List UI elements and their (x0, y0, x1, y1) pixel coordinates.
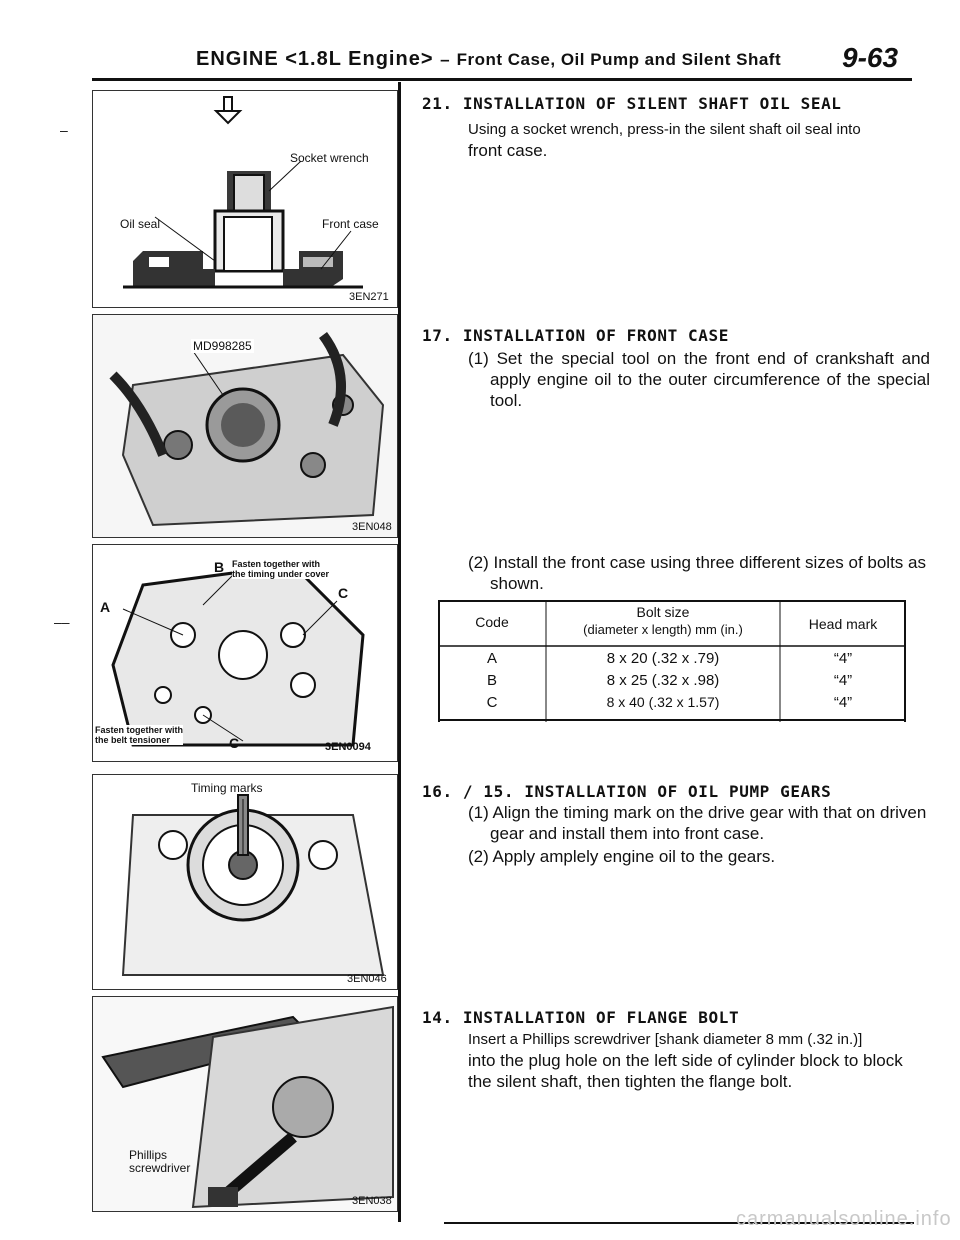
page-number: 9-63 (842, 42, 899, 73)
figure-code: 3EN0094 (325, 741, 371, 753)
section-body: into the plug hole on the left side of c… (468, 1051, 903, 1091)
section-title: 21. INSTALLATION OF SILENT SHAFT OIL SEA… (422, 94, 842, 113)
table-cell: 8 x 40 (.32 x 1.57) (606, 694, 720, 710)
header-section: Front Case, Oil Pump and Silent Shaft (456, 50, 782, 69)
label-belt-tensioner-note: Fasten together with the belt tensioner (95, 725, 184, 745)
label-timing-cover-note: Fasten together with the timing under co… (232, 559, 330, 579)
table-lines (438, 600, 906, 722)
label-phillips-screwdriver: Phillips screwdriver (129, 1148, 191, 1175)
table-cell: 8 x 25 (.32 x .98) (606, 672, 720, 689)
table-header-head-mark: Head mark (808, 616, 878, 632)
table-cell: “4” (833, 694, 853, 711)
figure-code: 3EN038 (352, 1195, 392, 1207)
section-title: 14. INSTALLATION OF FLANGE BOLT (422, 1008, 740, 1027)
figure-oil-pump-gears: Timing marks 3EN046 (92, 774, 398, 990)
label-special-tool: MD998285 (191, 339, 254, 353)
table-cell: “4” (833, 672, 853, 689)
down-arrow-icon (213, 96, 243, 125)
label-bolt-c: C (229, 735, 240, 751)
figure-oil-seal-install: Socket wrench Oil seal Front case 3EN271 (92, 90, 398, 308)
table-header-bolt-size: Bolt size (636, 604, 690, 620)
header-dash: – (440, 50, 451, 69)
column-divider (398, 82, 401, 1222)
table-cell: “4” (833, 650, 853, 667)
section-body: front case. (468, 141, 548, 160)
section-step: (1) Set the special tool on the front en… (468, 349, 930, 410)
table-cell: C (486, 694, 498, 711)
label-oil-seal: Oil seal (120, 217, 161, 231)
figure-front-case-tool: MD998285 3EN048 (92, 314, 398, 538)
section-title: 16. / 15. INSTALLATION OF OIL PUMP GEARS (422, 782, 832, 801)
label-timing-marks: Timing marks (191, 781, 263, 795)
table-cell: 8 x 20 (.32 x .79) (606, 650, 720, 667)
margin-mark: –– (54, 614, 70, 630)
figure-code: 3EN271 (349, 291, 389, 303)
label-bolt-b: B (214, 559, 225, 575)
label-bolt-a: A (100, 599, 111, 615)
oil-seal-diagram (123, 96, 363, 289)
table-cell: A (486, 650, 497, 667)
label-bolt-c: C (338, 585, 349, 601)
bolt-size-table: Code Bolt size (diameter x length) mm (i… (438, 600, 906, 722)
footer-rule (444, 1222, 914, 1224)
page-header-title: ENGINE <1.8L Engine> – Front Case, Oil P… (196, 48, 781, 71)
margin-mark: – (60, 122, 68, 138)
section-step: (1) Align the timing mark on the drive g… (468, 803, 927, 843)
table-cell: B (486, 672, 497, 689)
header-model: <1.8L Engine> (285, 48, 434, 70)
figure-front-case-bolts: B Fasten together with the timing under … (92, 544, 398, 762)
section-body: Insert a Phillips screwdriver [shank dia… (468, 1031, 863, 1048)
oil-pump-gears-diagram (121, 794, 385, 976)
figure-flange-bolt: Phillips screwdriver 3EN038 (92, 996, 398, 1212)
label-front-case: Front case (322, 217, 379, 231)
watermark: carmanualsonline.info (736, 1208, 952, 1230)
figure-code: 3EN048 (352, 521, 392, 533)
section-body: Using a socket wrench, press-in the sile… (468, 121, 861, 138)
front-case-photo (93, 315, 397, 537)
section-step: (2) Apply amplely engine oil to the gear… (468, 847, 776, 866)
header-engine: ENGINE (196, 48, 279, 70)
table-header-code: Code (475, 614, 509, 630)
flange-bolt-photo (93, 997, 397, 1211)
section-title: 17. INSTALLATION OF FRONT CASE (422, 326, 729, 345)
header-rule (92, 78, 912, 81)
figure-code: 3EN046 (347, 973, 387, 985)
section-step: (2) Install the front case using three d… (468, 553, 926, 593)
label-socket-wrench: Socket wrench (290, 151, 369, 165)
table-header-dimensions: (diameter x length) mm (in.) (583, 622, 743, 637)
